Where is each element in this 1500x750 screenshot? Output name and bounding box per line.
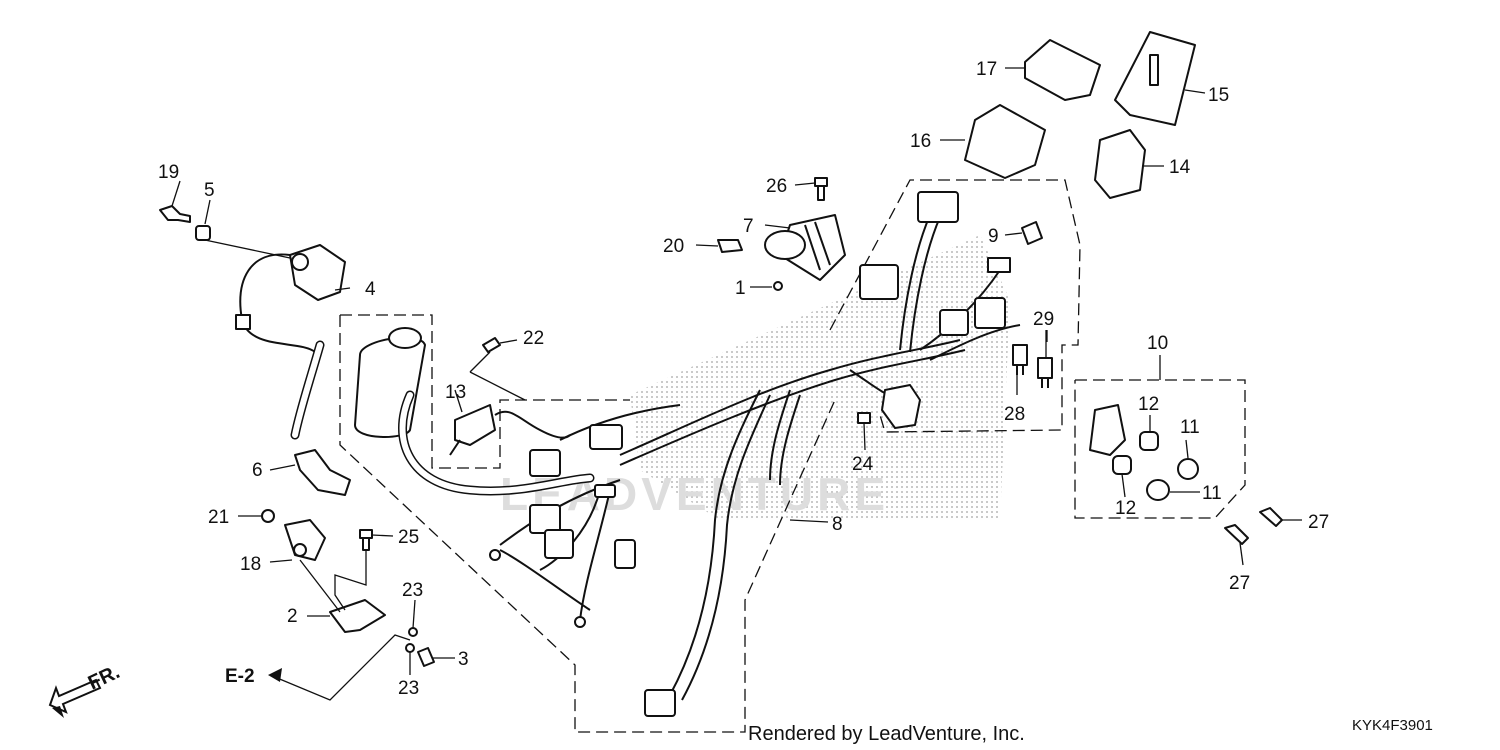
spark-plug-cap	[294, 449, 351, 496]
callout-9[interactable]: 9	[988, 226, 999, 247]
bolt-21	[261, 509, 275, 523]
cover-15	[1114, 31, 1196, 126]
callout-15[interactable]: 15	[1208, 85, 1229, 106]
callout-3[interactable]: 3	[458, 649, 469, 670]
callout-29[interactable]: 29	[1033, 309, 1054, 330]
ignition-coil	[235, 244, 346, 440]
washers-23	[405, 627, 418, 653]
main-wire-harness	[499, 214, 1021, 701]
module-16	[964, 104, 1046, 179]
callout-19[interactable]: 19	[158, 162, 179, 183]
footer-credit: Rendered by LeadVenture, Inc.	[748, 723, 1025, 745]
nut-3	[417, 647, 435, 667]
callout-11-bottom[interactable]: 11	[1202, 483, 1222, 504]
callout-5[interactable]: 5	[204, 180, 215, 201]
relay-14	[1094, 129, 1146, 199]
callout-7[interactable]: 7	[743, 216, 754, 237]
callout-23-top[interactable]: 23	[402, 580, 423, 601]
callouts: 19 5 4 6 22 13 26 7 20 1 17 15 16 14 9 1…	[158, 59, 1329, 699]
callout-25[interactable]: 25	[398, 527, 419, 548]
clip-20	[717, 239, 743, 253]
front-direction-arrow: FR.	[48, 661, 123, 718]
screw-22	[482, 337, 501, 353]
bolts-27	[1224, 507, 1283, 545]
relay-assembly-10	[1089, 404, 1199, 501]
callout-2[interactable]: 2	[287, 606, 298, 627]
callout-8[interactable]: 8	[832, 514, 843, 535]
stay-2	[329, 599, 386, 633]
bolt-25	[359, 529, 373, 551]
clip-24	[857, 412, 871, 424]
callout-23-bottom[interactable]: 23	[398, 678, 419, 699]
callout-4[interactable]: 4	[365, 279, 376, 300]
cover-7	[764, 214, 846, 281]
bolt-26	[814, 177, 828, 201]
leader-lines	[171, 67, 1302, 701]
callout-13[interactable]: 13	[445, 382, 466, 403]
callout-1[interactable]: 1	[735, 278, 746, 299]
callout-27-bottom[interactable]: 27	[1229, 573, 1250, 594]
connector-17	[1024, 39, 1101, 101]
callout-22[interactable]: 22	[523, 328, 544, 349]
callout-28[interactable]: 28	[1004, 404, 1025, 425]
condenser-tube	[354, 327, 595, 496]
callout-12-top[interactable]: 12	[1138, 394, 1159, 415]
callout-20[interactable]: 20	[663, 236, 684, 257]
relay-13	[449, 404, 571, 456]
bracket-18	[284, 519, 326, 561]
watermark-text: LEADVENTURE	[500, 468, 889, 520]
callout-18[interactable]: 18	[240, 554, 261, 575]
grommet-1	[773, 281, 783, 291]
group-outlines	[339, 179, 1246, 733]
clamp-9	[1021, 221, 1043, 245]
diagram-code: KYK4F3901	[1352, 717, 1433, 734]
callout-26[interactable]: 26	[766, 176, 787, 197]
nut-5	[195, 225, 211, 241]
callout-27-right[interactable]: 27	[1308, 512, 1329, 533]
callout-6[interactable]: 6	[252, 460, 263, 481]
callout-17[interactable]: 17	[976, 59, 997, 80]
callout-24[interactable]: 24	[852, 454, 874, 475]
bolt-19	[159, 205, 191, 223]
callout-10[interactable]: 10	[1147, 333, 1168, 354]
harness-connectors	[489, 191, 1011, 717]
callout-11-top[interactable]: 11	[1180, 417, 1200, 438]
callout-12-bottom[interactable]: 12	[1115, 498, 1136, 519]
callout-21[interactable]: 21	[208, 507, 229, 528]
reference-e2[interactable]: E-2	[225, 666, 255, 687]
fuse-29	[1037, 357, 1053, 388]
callout-14[interactable]: 14	[1169, 157, 1191, 178]
fuse-28	[1012, 344, 1028, 375]
callout-16[interactable]: 16	[910, 131, 931, 152]
